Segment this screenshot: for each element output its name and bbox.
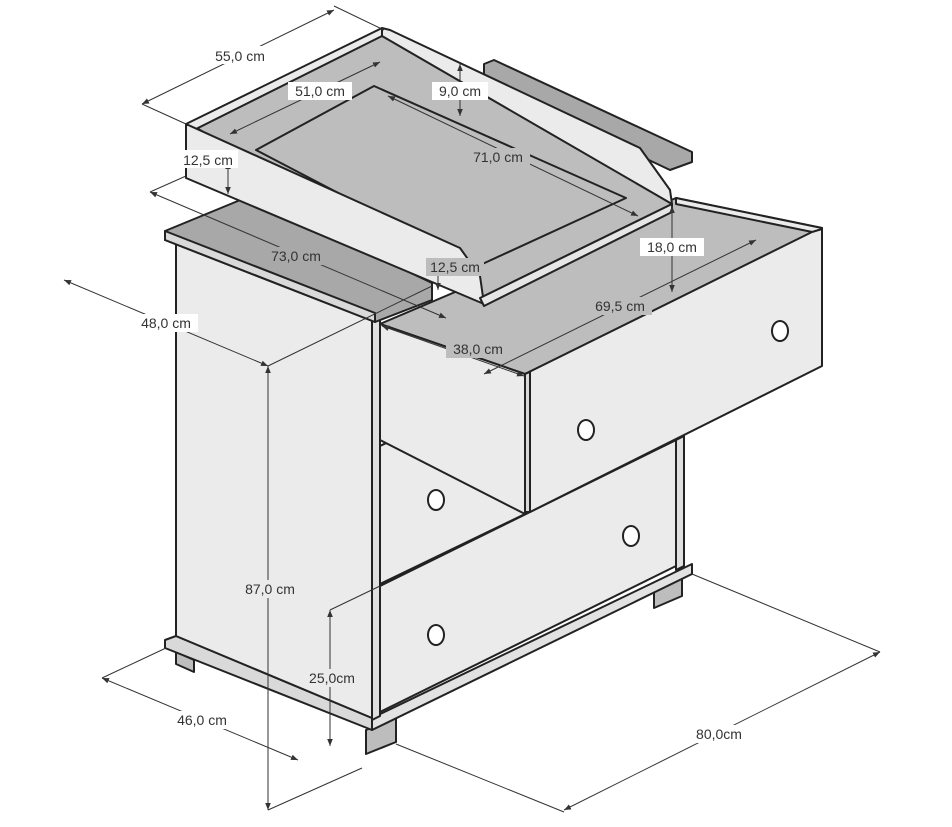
knob-icon[interactable] [427,489,445,511]
label-bg [238,580,302,598]
dim-drawer-inner-length: 69,5 cm [595,298,645,314]
label-bg [264,247,328,265]
knob-icon[interactable] [771,320,789,342]
dim-inner-length: 71,0 cm [473,149,523,165]
label-bg [690,725,748,743]
label-bg [446,340,510,358]
dim-drawer-depth: 48,0 cm [141,315,191,331]
dim-body-depth: 46,0 cm [177,712,227,728]
right-post [675,435,685,571]
label-bg [288,82,352,100]
dim-total-height: 87,0 cm [245,581,295,597]
dim-inner-depth: 51,0 cm [295,83,345,99]
dim-top-depth: 55,0 cm [215,48,265,64]
label-bg [178,150,238,168]
label-bg [302,669,360,687]
side-panel-left [175,241,373,719]
drawer-knobs [427,320,789,646]
dim-total-width: 80,0cm [696,726,742,742]
open-drawer-front-edge [524,371,531,513]
knob-icon[interactable] [622,525,640,547]
dim-drawer-height: 18,0 cm [647,239,697,255]
knob-icon[interactable] [427,624,445,646]
label-bg [588,297,652,315]
label-bg [426,258,484,276]
front-frame [371,313,381,721]
dimension-labels: 55,0 cm 51,0 cm 9,0 cm 71,0 cm 12,5 cm 7… [134,46,748,743]
dim-rail-height: 9,0 cm [439,83,481,99]
dresser-body [164,27,823,755]
dim-drawer-inner-depth: 38,0 cm [453,341,503,357]
label-bg [208,46,272,64]
label-bg [134,314,198,332]
dim-lower-drawer-height: 25,0cm [309,670,355,686]
label-bg [640,238,704,256]
dim-top-length: 73,0 cm [271,248,321,264]
label-bg [432,82,488,100]
dim-side-offset-back: 12,5 cm [183,152,233,168]
dim-side-offset-front: 12,5 cm [430,259,480,275]
label-bg [170,711,234,729]
knob-icon[interactable] [577,419,595,441]
label-bg [466,148,530,166]
